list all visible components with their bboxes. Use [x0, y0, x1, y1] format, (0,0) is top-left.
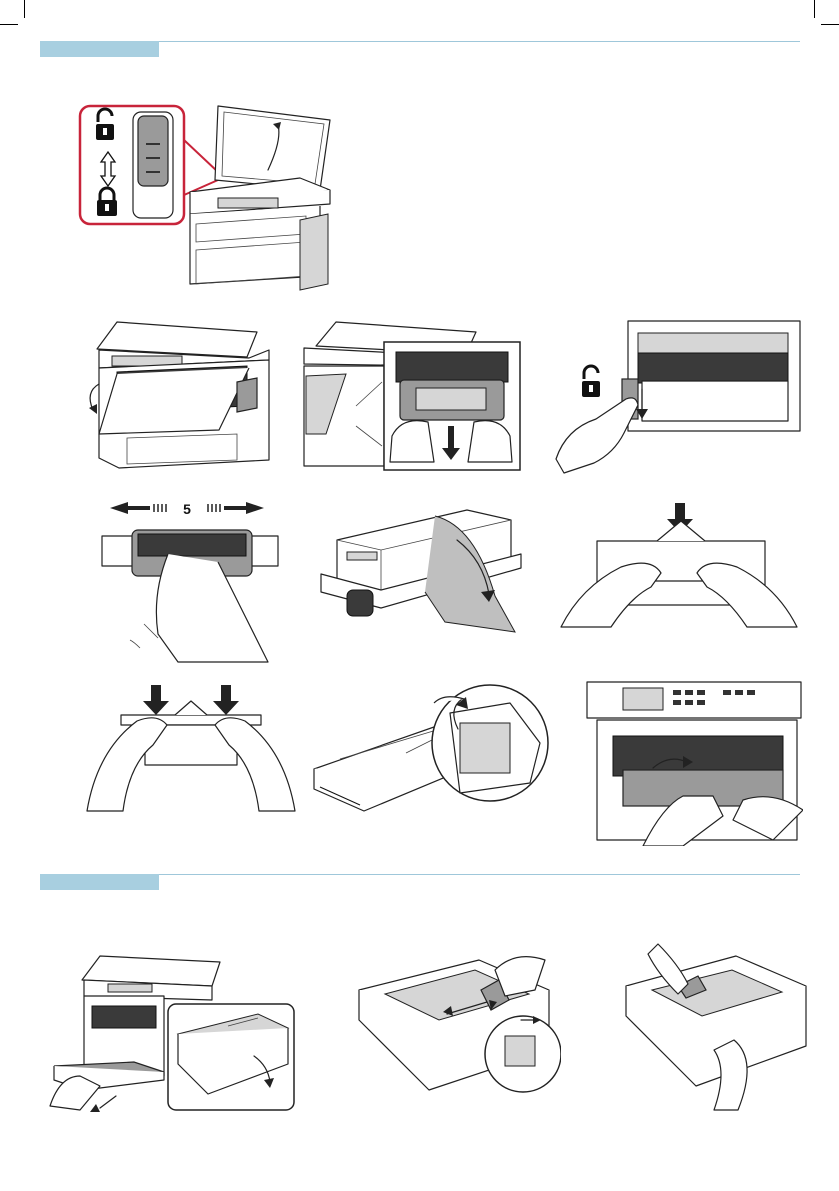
- developer-removal-illustration: [296, 316, 522, 472]
- section-header-toner: [40, 41, 800, 57]
- toner-seal-illustration: [317, 500, 533, 638]
- width-guides-illustration: [355, 950, 561, 1108]
- figure-adjust-length-guide: [618, 942, 808, 1112]
- crop-mark-top-left-v: [24, 0, 25, 18]
- figure-adjust-width-guides: [355, 950, 561, 1108]
- figure-pull-cassette: [48, 946, 296, 1112]
- lock-lever-illustration: [552, 319, 802, 479]
- shake-count-label: 5: [183, 501, 191, 517]
- pull-cassette-illustration: [48, 946, 296, 1112]
- figure-install-toner: [85, 683, 297, 813]
- developer-lever-illustration: [310, 683, 550, 843]
- figure-close-front-cover: [583, 680, 803, 846]
- front-cover-illustration: [77, 312, 273, 470]
- figure-remove-developer: [296, 316, 522, 472]
- length-guide-illustration: [618, 942, 808, 1112]
- section-rule: [159, 874, 800, 875]
- figure-open-scanner-lock: [78, 100, 340, 300]
- figure-shake-toner: 5: [98, 498, 284, 664]
- figure-unlock-lever: [552, 319, 802, 479]
- section-tab: [40, 874, 159, 890]
- figure-open-front-cover: [77, 312, 273, 470]
- install-toner-illustration: [85, 683, 297, 813]
- figure-press-toner: [557, 501, 801, 629]
- section-rule: [159, 41, 800, 42]
- section-header-paper: [40, 874, 800, 890]
- crop-mark-top-right-h: [821, 24, 839, 25]
- press-toner-illustration: [557, 501, 801, 629]
- figure-developer-lever: [310, 683, 550, 843]
- close-cover-illustration: [583, 680, 803, 846]
- shake-toner-illustration: 5: [98, 498, 284, 664]
- figure-remove-toner-seal: [317, 500, 533, 638]
- crop-mark-top-left-h: [0, 24, 18, 25]
- lock-open-icon: [582, 366, 600, 397]
- section-tab: [40, 41, 159, 57]
- scanner-lid-illustration: [78, 100, 340, 300]
- crop-mark-top-right-v: [814, 0, 815, 18]
